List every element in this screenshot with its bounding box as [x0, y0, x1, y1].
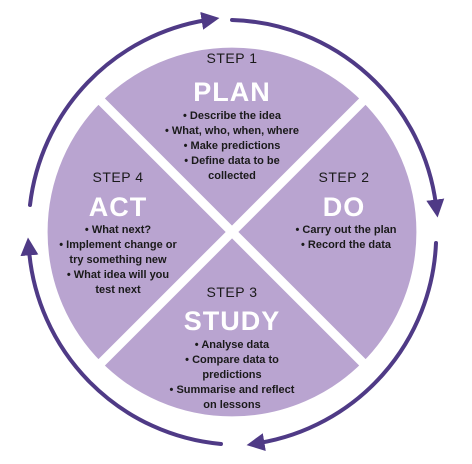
- bullet-glyph: •: [59, 239, 64, 251]
- sectors: [38, 38, 426, 426]
- act-title: ACT: [88, 192, 148, 222]
- plan-bullet: • Define data to be collected: [184, 155, 280, 182]
- study-bullet: • Compare data to predictions: [185, 354, 279, 381]
- plan-bullet-list: • Describe the idea • What, who, when, w…: [132, 109, 332, 184]
- study-title: STUDY: [183, 306, 281, 336]
- bullet-glyph: •: [84, 224, 89, 236]
- sector-act: [38, 93, 237, 371]
- sector-do: [227, 93, 426, 371]
- bullet-glyph: •: [184, 155, 189, 167]
- plan-bullet: • Describe the idea: [182, 110, 281, 122]
- plan-title: PLAN: [193, 77, 271, 107]
- bullet-glyph: •: [183, 140, 188, 152]
- plan-bullet: • What, who, when, where: [164, 125, 300, 137]
- study-bullet: • Summarise and reflect on lessons: [169, 384, 295, 411]
- do-bullet: • Carry out the plan: [295, 224, 397, 236]
- bullet-glyph: •: [194, 339, 199, 351]
- plan-bullet: • Make predictions: [183, 140, 281, 152]
- sector-study: [93, 227, 371, 426]
- do-step-label: STEP 2: [318, 169, 370, 185]
- study-step-label: STEP 3: [206, 284, 258, 300]
- cycle-arrow-top-left: [28, 11, 220, 207]
- do-bullet-list: • Carry out the plan • Record the data: [266, 223, 426, 253]
- bullet-glyph: •: [185, 354, 189, 366]
- bullet-glyph: •: [169, 384, 174, 396]
- study-bullet-list: • Analyse data • Compare data to predict…: [142, 338, 322, 413]
- bullet-glyph: •: [300, 239, 305, 251]
- do-title: DO: [322, 192, 366, 222]
- study-bullet: • Analyse data: [194, 339, 270, 351]
- act-bullet: • What next?: [84, 224, 152, 236]
- do-bullet: • Record the data: [300, 239, 392, 251]
- act-bullet-list: • What next? • Implement change or try s…: [40, 223, 196, 298]
- act-bullet: • Implement change or try something new: [59, 239, 177, 266]
- bullet-glyph: •: [164, 125, 169, 137]
- act-bullet: • What idea will you test next: [66, 269, 170, 296]
- cycle-arrow-bottom-right: [246, 241, 438, 451]
- plan-step-label: STEP 1: [206, 50, 258, 66]
- bullet-glyph: •: [182, 110, 187, 122]
- bullet-glyph: •: [295, 224, 300, 236]
- cycle-arrow-bottom-left: [20, 237, 223, 446]
- sector-plan: [93, 38, 371, 237]
- cycle-arrows: [20, 11, 445, 451]
- bullet-glyph: •: [66, 269, 71, 281]
- cycle-arrow-top-right: [230, 18, 445, 218]
- act-step-label: STEP 4: [92, 169, 144, 185]
